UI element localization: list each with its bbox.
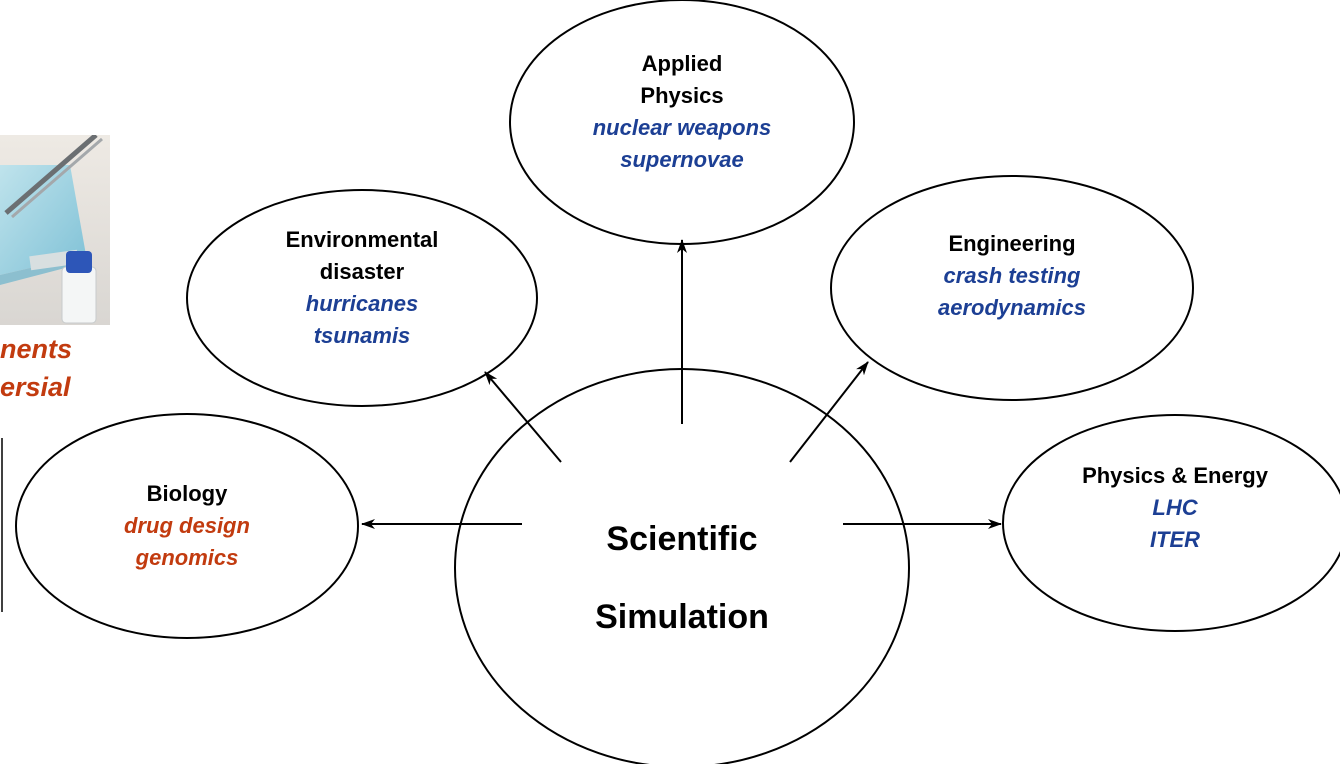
node-title-line: disaster [319,259,405,284]
node-biology: Biology drug design genomics [37,478,337,574]
center-label: Scientific Simulation [532,500,832,656]
arrow-to-environmental-disaster [484,371,562,463]
node-title-line: Applied [641,51,723,76]
lab-photo-image [0,135,110,325]
clipped-caption-line-1: nents [0,334,73,364]
lab-photo [0,135,110,325]
node-topic: supernovae [620,147,744,172]
node-title-line: Physics & Energy [1082,463,1268,488]
node-title-line: Biology [146,481,228,506]
node-biology-ellipse [15,413,359,639]
node-topic: tsunamis [313,323,411,348]
node-engineering-ellipse [830,175,1194,401]
center-label-line-1: Scientific [606,520,758,558]
node-physics-energy: Physics & Energy LHC ITER [1025,460,1325,556]
node-applied-physics: Applied Physics nuclear weapons supernov… [532,48,832,176]
node-environmental-disaster: Environmental disaster hurricanes tsunam… [212,224,512,352]
node-topic: nuclear weapons [592,115,772,140]
node-topic: hurricanes [305,291,419,316]
node-title-line: Engineering [948,231,1076,256]
node-title-line: Environmental [285,227,439,252]
node-topic: crash testing [943,263,1081,288]
arrow-to-engineering [789,361,869,463]
node-title-line: Physics [640,83,724,108]
node-topic: LHC [1152,495,1198,520]
clipped-caption: nents ersial [0,330,108,406]
center-label-line-2: Simulation [595,598,769,636]
node-topic: ITER [1149,527,1201,552]
clipped-caption-line-2: ersial [0,372,71,402]
node-topic: aerodynamics [938,295,1086,320]
node-environmental-disaster-ellipse [186,189,538,407]
node-topic: drug design [124,513,250,538]
node-topic: genomics [135,545,239,570]
node-engineering: Engineering crash testing aerodynamics [862,228,1162,324]
node-physics-energy-ellipse [1002,414,1340,632]
